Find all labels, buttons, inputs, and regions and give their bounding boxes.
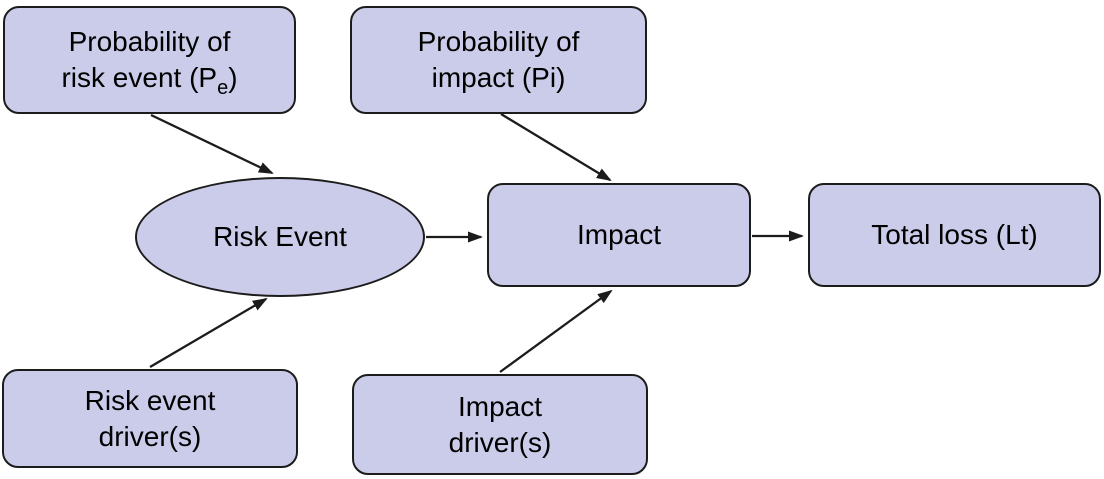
node-impact-drivers: Impact driver(s): [352, 374, 648, 475]
node-risk-event-drivers-line2: driver(s): [98, 420, 202, 452]
subscript-e: e: [217, 77, 229, 99]
node-prob-impact: Probability of impact (Pi): [350, 6, 647, 114]
node-risk-event-drivers-line1: Risk event: [84, 384, 216, 416]
arrow-prob-impact-to-impact: [500, 113, 612, 182]
node-impact-label: Impact: [576, 219, 662, 250]
arrow-prob-risk-event-to-risk-event: [150, 113, 274, 175]
node-total-loss-label: Total loss (Lt): [871, 219, 1038, 250]
node-prob-impact-line1: Probability of: [417, 26, 580, 57]
node-risk-event-drivers: Risk event driver(s): [2, 369, 298, 468]
node-risk-event: Risk Event: [135, 177, 425, 297]
arrow-risk-event-drivers-to-risk-event: [149, 297, 268, 368]
node-prob-impact-line2: impact (Pi): [431, 62, 566, 93]
node-risk-event-label: Risk Event: [213, 221, 347, 252]
node-prob-risk-event: Probability of risk event (Pe): [3, 6, 296, 114]
arrow-impact-drivers-to-impact: [499, 289, 613, 373]
node-impact-drivers-line2: driver(s): [448, 426, 552, 458]
node-total-loss: Total loss (Lt): [808, 183, 1101, 287]
node-prob-risk-event-line2: risk event (Pe): [61, 62, 238, 99]
node-impact: Impact: [487, 183, 751, 287]
node-prob-risk-event-line1: Probability of: [68, 26, 231, 57]
node-impact-drivers-line1: Impact: [457, 390, 543, 422]
